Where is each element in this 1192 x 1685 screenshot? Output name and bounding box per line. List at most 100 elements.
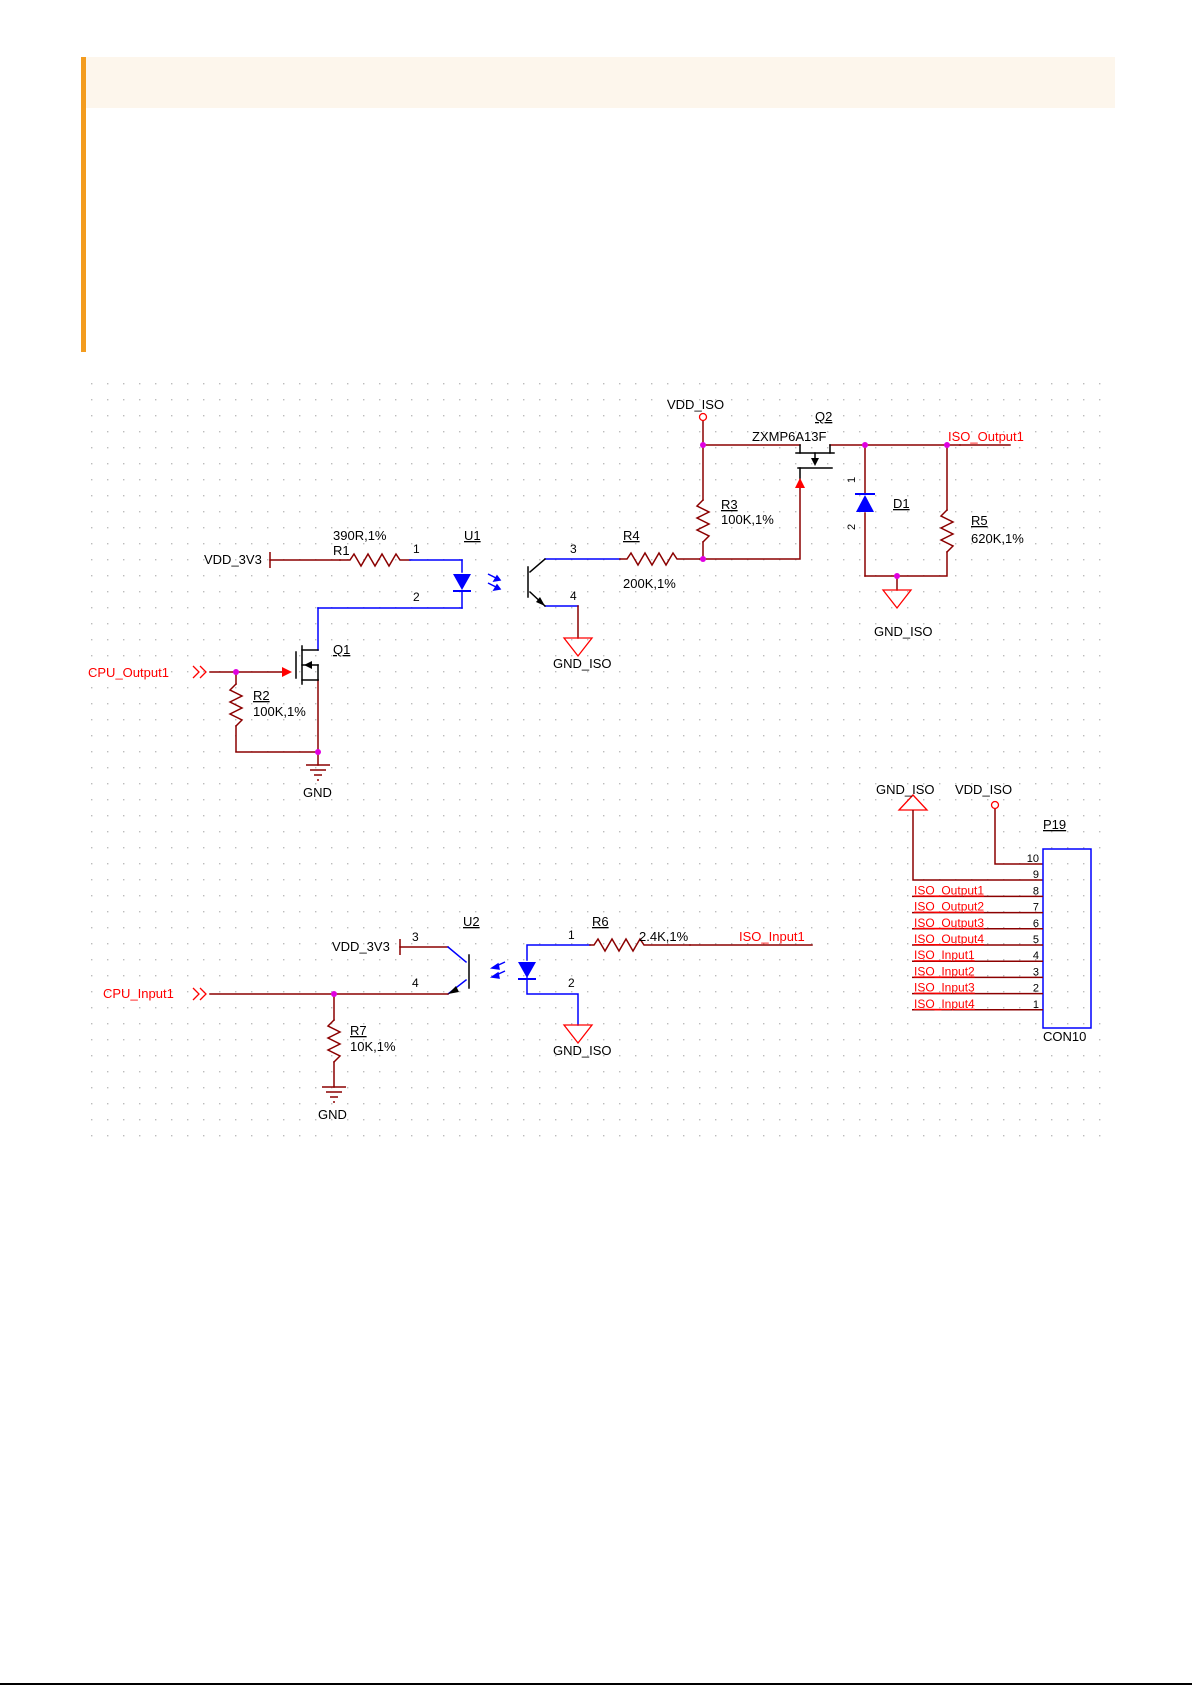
connector-pin-net-label: ISO_Input4 — [914, 997, 975, 1011]
label-u2-pin2: 2 — [568, 976, 575, 990]
label-d1-pin1: 1 — [846, 477, 858, 483]
vdd-iso-top-port — [698, 412, 708, 422]
label-r7-val: 10K,1% — [350, 1039, 396, 1054]
r5-resistor — [939, 508, 955, 554]
vdd-iso-con-wire — [994, 809, 1043, 865]
label-vdd-iso-con: VDD_ISO — [955, 782, 1012, 797]
label-u2-ref: U2 — [463, 914, 480, 929]
r7-resistor — [326, 1018, 342, 1064]
gnd-iso-q2-symbol — [881, 589, 913, 610]
label-iso-input1: ISO_Input1 — [739, 929, 805, 944]
label-q1-ref: Q1 — [333, 642, 350, 657]
connector-pin-number: 3 — [1033, 966, 1039, 978]
gnd-iso-con-wire — [912, 810, 1043, 881]
q2-body-arrow — [811, 458, 819, 466]
connector-pin-number: 1 — [1033, 999, 1039, 1011]
label-r1-val: 390R,1% — [333, 528, 387, 543]
u1-light-arrows — [487, 573, 502, 592]
label-gnd-top: GND — [303, 785, 332, 800]
gnd-top-symbol — [306, 764, 330, 781]
label-u2-pin3: 3 — [412, 930, 419, 944]
label-r6-val: 2.4K,1% — [639, 929, 689, 944]
label-r2-ref: R2 — [253, 688, 270, 703]
label-gnd-iso-q2: GND_ISO — [874, 624, 933, 639]
cpu-output1-port — [192, 665, 200, 679]
connector-pin-number: 4 — [1033, 950, 1039, 962]
connector-pin-number: 10 — [1027, 853, 1039, 865]
u1-collector — [528, 557, 547, 574]
label-gnd-iso-con: GND_ISO — [876, 782, 935, 797]
label-r6-ref: R6 — [592, 914, 609, 929]
vdd-iso-con-port — [990, 800, 1000, 810]
label-cpu-output1: CPU_Output1 — [88, 665, 169, 680]
r4-resistor — [619, 551, 701, 567]
r2-bottom-wire — [235, 725, 319, 753]
q1-body-arrow — [304, 661, 312, 669]
label-vdd-3v3-top: VDD_3V3 — [204, 552, 262, 567]
u2-light-arrows — [489, 961, 506, 979]
label-q2-ref: Q2 — [815, 409, 832, 424]
junction-dots-top — [233, 442, 950, 755]
gnd-iso-u1-symbol — [562, 637, 594, 658]
q1-gate-arrow — [282, 667, 292, 677]
label-r2-val: 100K,1% — [253, 704, 306, 719]
u2-led-triangle — [518, 962, 536, 978]
u2-pin2-wire — [526, 977, 579, 1026]
label-r4-ref: R4 — [623, 528, 640, 543]
u2-emitter-arrow — [448, 986, 459, 994]
schematic-diagram: VDD_ISO Q2 ZXMP6A13F ISO_Output1 R3 100K… — [86, 378, 1112, 1143]
connector-pin-number: 7 — [1033, 902, 1039, 914]
page-bottom-border — [0, 1683, 1192, 1685]
label-vdd-3v3-bot: VDD_3V3 — [332, 939, 390, 954]
label-r5-ref: R5 — [971, 513, 988, 528]
connector-pin-net-label: ISO_Output4 — [914, 932, 984, 946]
connector-pin-number: 2 — [1033, 983, 1039, 995]
u2-pin1-wire — [526, 944, 591, 961]
label-u1-ref: U1 — [464, 528, 481, 543]
connector-pin-net-label: ISO_Input1 — [914, 948, 975, 962]
connector-pin-net-label: ISO_Output3 — [914, 916, 984, 930]
label-u1-pin1: 1 — [413, 542, 420, 556]
connector-pin-net-label: ISO_Input2 — [914, 964, 975, 978]
label-r4-val: 200K,1% — [623, 576, 676, 591]
label-u1-pin3: 3 — [570, 542, 577, 556]
label-r3-ref: R3 — [721, 497, 738, 512]
label-r3-val: 100K,1% — [721, 512, 774, 527]
label-u2-pin4: 4 — [412, 976, 419, 990]
r3-resistor — [695, 498, 711, 544]
label-u1-pin4: 4 — [570, 589, 577, 603]
r2-resistor — [228, 682, 244, 728]
cpu-input1-port — [192, 987, 200, 1001]
connector-pin-net-label: ISO_Output1 — [914, 883, 984, 897]
junction-r7 — [331, 991, 337, 997]
q2-gate-arrow — [795, 478, 805, 488]
label-r5-val: 620K,1% — [971, 531, 1024, 546]
p19-connector-body — [1042, 848, 1092, 1029]
label-vdd-iso-top: VDD_ISO — [667, 397, 724, 412]
label-r1-ref: R1 — [333, 543, 350, 558]
label-gnd-iso-u1: GND_ISO — [553, 656, 612, 671]
label-con-part: CON10 — [1043, 1029, 1086, 1044]
label-cpu-input1: CPU_Input1 — [103, 986, 174, 1001]
callout-heading — [86, 57, 1115, 108]
connector-pin-number: 5 — [1033, 934, 1039, 946]
u2-collector-wire — [446, 945, 468, 964]
label-q2-part: ZXMP6A13F — [752, 429, 826, 444]
label-u1-pin2: 2 — [413, 590, 420, 604]
cpu-output1-port-b — [199, 665, 207, 679]
connector-pin-number: 6 — [1033, 918, 1039, 930]
connector-pin-number: 9 — [1033, 869, 1039, 881]
gnd-bot-symbol — [322, 1086, 346, 1103]
label-u2-pin1: 1 — [568, 928, 575, 942]
label-p19-ref: P19 — [1043, 817, 1066, 832]
cpu-input1-port-b — [199, 987, 207, 1001]
r4-to-q2-gate — [699, 485, 801, 560]
connector-pin-net-label: ISO_Output2 — [914, 900, 984, 914]
gnd-iso-u2-symbol — [562, 1024, 594, 1045]
r5-bottom-wire — [864, 551, 948, 577]
callout-box — [81, 57, 1115, 352]
r1-resistor — [339, 552, 411, 568]
label-r7-ref: R7 — [350, 1023, 367, 1038]
label-d1-ref: D1 — [893, 496, 910, 511]
